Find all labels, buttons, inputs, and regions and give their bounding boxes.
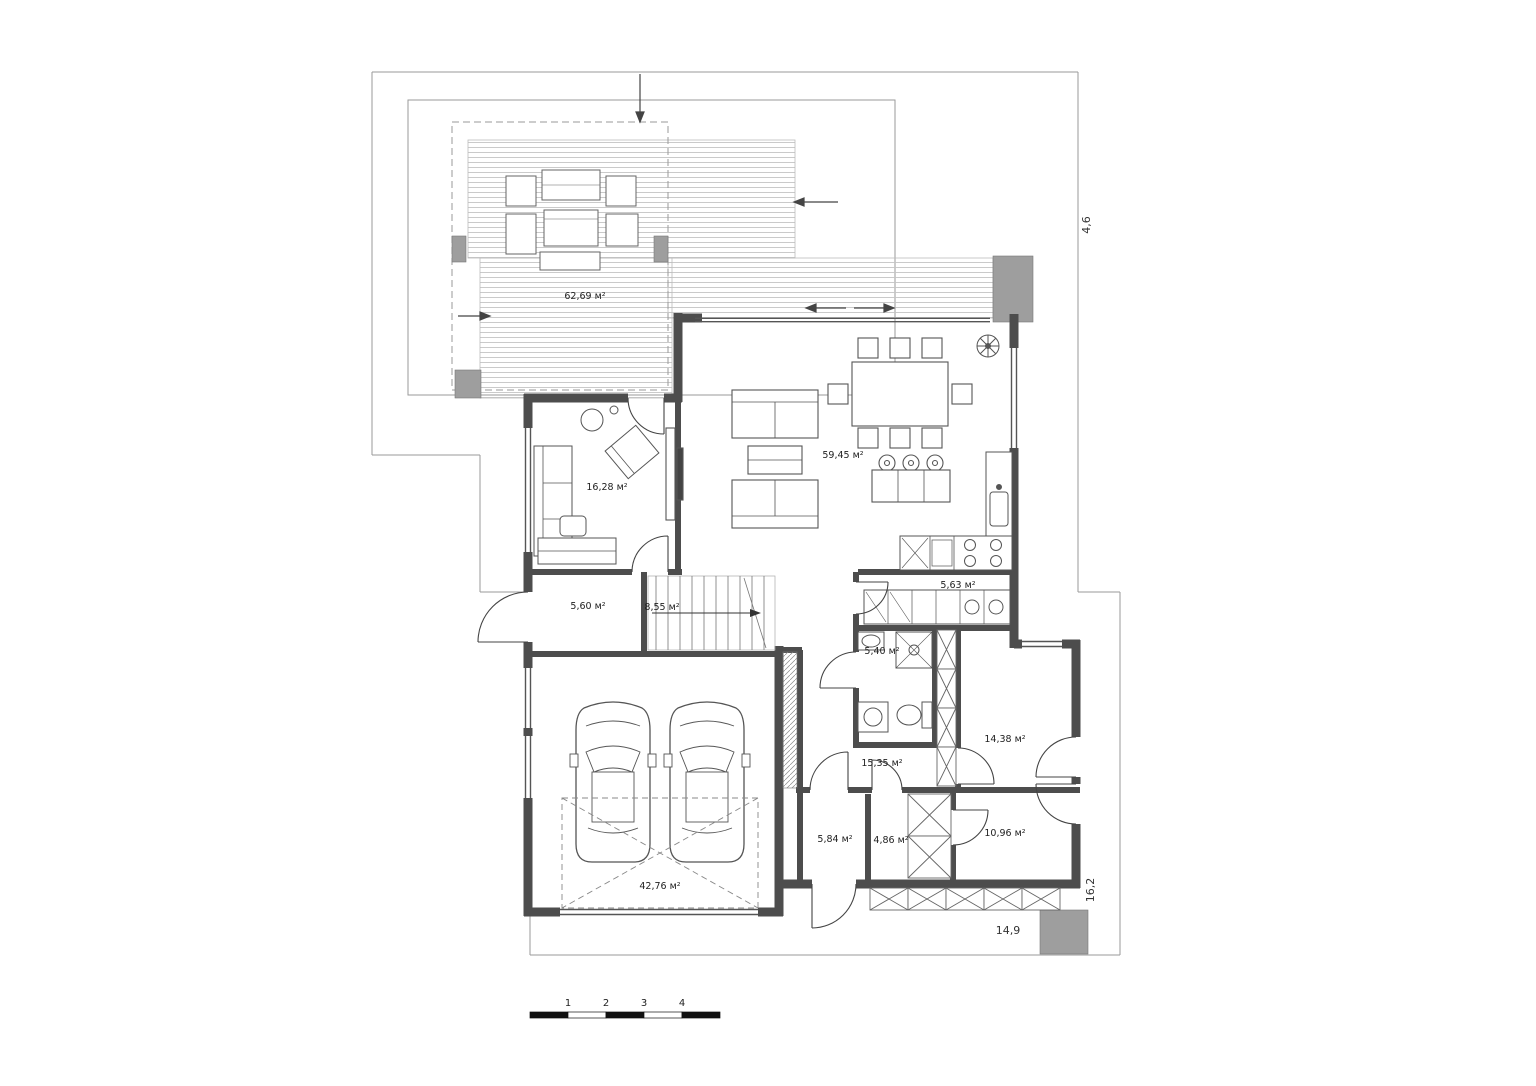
garage-door (560, 908, 758, 916)
kitchen-island (871, 454, 951, 503)
dimension-right-bottom: 16,2 (1084, 878, 1097, 903)
lounge-chair (604, 424, 660, 480)
room-label-bedroom-top: 14,38 м² (984, 734, 1025, 745)
tv-icon (676, 447, 684, 501)
dining-set (827, 337, 973, 449)
room-label-hallway: 15,35 м² (861, 758, 902, 769)
windows (524, 317, 1062, 916)
sliding-door-arrows (804, 303, 896, 313)
desk-chair (559, 515, 587, 537)
dining-table (851, 361, 949, 427)
room-label-utility: 5,60 м² (570, 601, 605, 612)
exterior-walls (523, 313, 1081, 917)
pantry-counter (863, 589, 1011, 625)
scale-bar: 1 2 3 4 (529, 998, 721, 1019)
door-swings (477, 397, 1077, 929)
room-label-study: 16,28 м² (586, 482, 627, 493)
wardrobes (869, 629, 1061, 911)
columns (451, 235, 1089, 955)
staircase (647, 575, 776, 651)
room-label-pantry: 5,63 м² (940, 580, 975, 591)
sliding-glass-door (695, 317, 990, 323)
parking-envelope (561, 797, 759, 909)
room-label-garage: 42,76 м² (639, 881, 680, 892)
stairs-direction-arrow (750, 609, 761, 617)
dimension-right-top: 4,6 (1080, 216, 1093, 234)
washing-machine (857, 701, 889, 733)
study-furniture (533, 405, 660, 565)
dimension-bottom: 14,9 (996, 924, 1021, 937)
kitchen-sink (989, 491, 1009, 527)
site-boundary-lines (371, 71, 1121, 956)
room-label-vestibule: 5,84 м² (817, 834, 852, 845)
room-area-labels: 62,69 м² 16,28 м² 59,45 м² 5,60 м² 8,55 … (564, 291, 1025, 892)
living-room-furniture (665, 389, 819, 529)
bathroom-fixtures (857, 631, 933, 733)
room-label-living: 59,45 м² (822, 450, 863, 461)
oven (931, 539, 953, 567)
media-wall (665, 427, 676, 521)
side-table (580, 408, 604, 432)
scale-tick-4: 4 (679, 998, 685, 1009)
floor-lamp-icon (609, 405, 619, 415)
toilet-icon (896, 704, 922, 726)
scale-tick-3: 3 (641, 998, 647, 1009)
toilet-tank (921, 701, 933, 729)
dimension-labels: 4,6 16,2 14,9 (996, 216, 1097, 937)
room-label-bathroom: 5,40 м² (864, 646, 899, 657)
ceiling-fan-icon (976, 334, 1000, 358)
car (569, 701, 657, 863)
room-label-stair-hall: 8,55 м² (644, 602, 679, 613)
room-label-terrace: 62,69 м² (564, 291, 605, 302)
car (663, 701, 751, 863)
room-label-wardrobe: 4,86 м² (873, 835, 908, 846)
terrace-furniture (505, 169, 639, 271)
kitchen-counters (899, 451, 1013, 571)
scale-tick-2: 2 (603, 998, 609, 1009)
technical-shaft (782, 651, 798, 789)
room-label-bedroom-bottom: 10,96 м² (984, 828, 1025, 839)
scale-tick-1: 1 (565, 998, 571, 1009)
entry-arrows (458, 74, 838, 321)
